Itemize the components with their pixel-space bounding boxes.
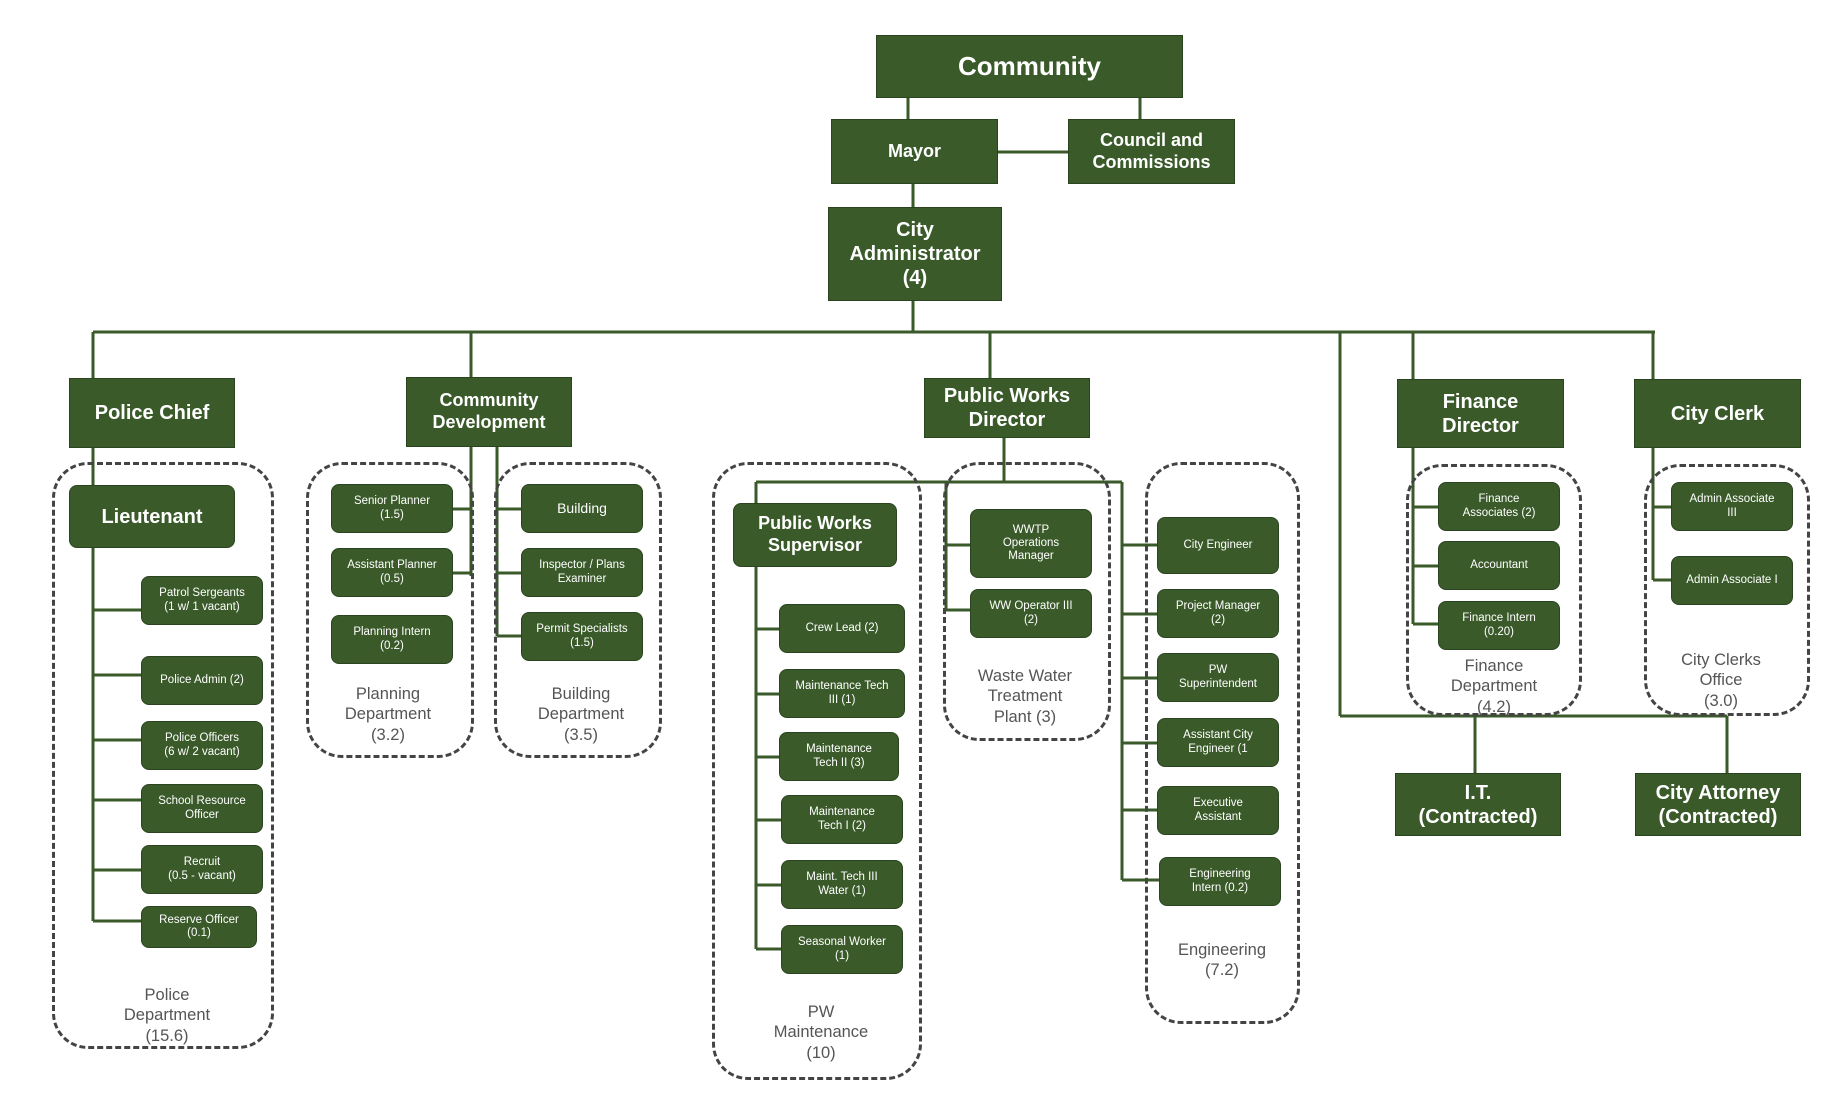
label-wastewater: Waste Water Treatment Plant (3) [977, 667, 1073, 726]
node-accountant: Accountant [1438, 541, 1560, 590]
node-finance-intern: Finance Intern (0.20) [1438, 601, 1560, 650]
node-finance-director: Finance Director [1397, 379, 1564, 448]
label-building-department: Building Department (3.5) [537, 685, 625, 744]
label-police-department: Police Department (15.6) [123, 986, 211, 1045]
node-maintenance-tech-i: Maintenance Tech I (2) [781, 795, 903, 844]
node-project-manager: Project Manager (2) [1157, 589, 1279, 638]
label-pw-maintenance: PW Maintenance (10) [773, 1003, 869, 1062]
label-finance-department: Finance Department (4.2) [1450, 657, 1538, 716]
node-reserve-officer: Reserve Officer (0.1) [141, 906, 257, 948]
node-inspector-plans-examiner: Inspector / Plans Examiner [521, 548, 643, 597]
node-recruit: Recruit (0.5 - vacant) [141, 845, 263, 894]
group-finance-department [1406, 464, 1582, 716]
node-public-works-supervisor: Public Works Supervisor [733, 503, 897, 567]
node-patrol-sergeants: Patrol Sergeants (1 w/ 1 vacant) [141, 576, 263, 625]
node-police-admin: Police Admin (2) [141, 656, 263, 705]
node-school-resource-officer: School Resource Officer [141, 784, 263, 833]
node-permit-specialists: Permit Specialists (1.5) [521, 612, 643, 661]
group-engineering [1145, 462, 1300, 1024]
node-finance-associates: Finance Associates (2) [1438, 482, 1560, 531]
label-planning-department: Planning Department (3.2) [344, 685, 432, 744]
node-city-administrator: City Administrator (4) [828, 207, 1002, 301]
node-mayor: Mayor [831, 119, 998, 184]
node-ww-operator-iii: WW Operator III (2) [970, 589, 1092, 638]
node-lieutenant: Lieutenant [69, 485, 235, 548]
node-assistant-planner: Assistant Planner (0.5) [331, 548, 453, 597]
node-police-officers: Police Officers (6 w/ 2 vacant) [141, 721, 263, 770]
node-senior-planner: Senior Planner (1.5) [331, 484, 453, 533]
label-engineering: Engineering (7.2) [1177, 941, 1267, 980]
node-crew-lead: Crew Lead (2) [779, 604, 905, 653]
node-admin-associate-i: Admin Associate I [1671, 556, 1793, 605]
node-community: Community [876, 35, 1183, 98]
node-council-and-commissions: Council and Commissions [1068, 119, 1235, 184]
node-executive-assistant: Executive Assistant [1157, 786, 1279, 835]
node-police-chief: Police Chief [69, 378, 235, 448]
node-it-contracted: I.T. (Contracted) [1395, 773, 1561, 836]
node-city-clerk: City Clerk [1634, 379, 1801, 448]
node-city-engineer: City Engineer [1157, 517, 1279, 574]
node-maintenance-tech-ii: Maintenance Tech II (3) [779, 732, 899, 781]
node-pw-superintendent: PW Superintendent [1157, 653, 1279, 702]
group-building-department [494, 462, 662, 758]
node-building: Building [521, 484, 643, 533]
group-police-department [52, 462, 274, 1049]
group-planning-department [306, 462, 474, 758]
node-assistant-city-engineer: Assistant City Engineer (1 [1157, 718, 1279, 767]
node-maint-tech-iii-water: Maint. Tech III Water (1) [781, 860, 903, 909]
group-clerks-office [1644, 464, 1810, 716]
label-clerks-office: City Clerks Office (3.0) [1681, 651, 1761, 710]
node-city-attorney-contracted: City Attorney (Contracted) [1635, 773, 1801, 836]
node-admin-associate-iii: Admin Associate III [1671, 482, 1793, 531]
node-seasonal-worker: Seasonal Worker (1) [781, 925, 903, 974]
group-pw-maintenance [712, 462, 922, 1080]
node-community-development: Community Development [406, 377, 572, 447]
node-planning-intern: Planning Intern (0.2) [331, 615, 453, 664]
node-wwtp-operations-manager: WWTP Operations Manager [970, 509, 1092, 578]
group-wastewater [943, 462, 1111, 741]
node-maintenance-tech-iii: Maintenance Tech III (1) [779, 669, 905, 718]
node-public-works-director: Public Works Director [924, 378, 1090, 438]
node-engineering-intern: Engineering Intern (0.2) [1159, 857, 1281, 906]
